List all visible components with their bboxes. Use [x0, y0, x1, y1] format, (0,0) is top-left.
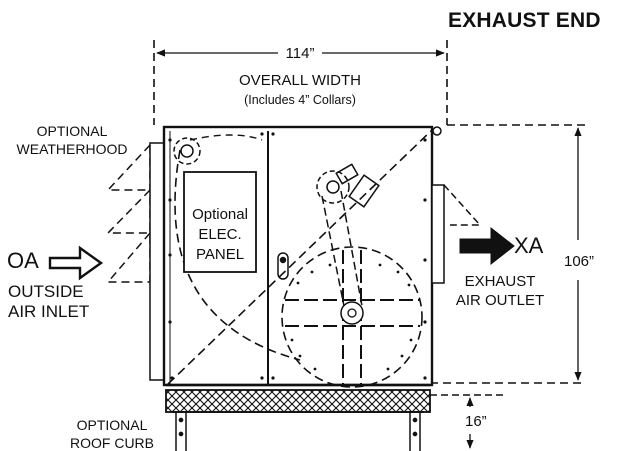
- corner-bolt: [432, 126, 442, 136]
- base-rail: [165, 389, 431, 413]
- oa-arrow-icon: [48, 245, 104, 281]
- roof-curb: [175, 412, 421, 451]
- weatherhood-outline: [106, 144, 151, 283]
- elec-panel-label-line2: ELEC.: [198, 226, 242, 243]
- rivet-dots: [168, 132, 427, 380]
- roof-curb-label-line1: OPTIONAL: [76, 417, 148, 433]
- elec-panel-box: [183, 171, 257, 273]
- overall-width-label: OVERALL WIDTH: [239, 72, 361, 89]
- motor-top-left: [173, 137, 201, 165]
- inlet-collar: [149, 142, 165, 381]
- oa-label: OA: [7, 248, 39, 273]
- diagonal-dashed-line: [167, 129, 433, 385]
- door-handle: [277, 252, 289, 280]
- outside-air-label-line2: AIR INLET: [8, 302, 90, 321]
- collars-note: (Includes 4” Collars): [244, 93, 356, 107]
- curb-dimension-label: 16”: [464, 413, 488, 430]
- width-dimension-label: 114”: [281, 46, 319, 61]
- exhaust-motor: [316, 163, 380, 307]
- diagram-title: EXHAUST END: [448, 9, 601, 32]
- xa-label: XA: [514, 233, 544, 258]
- inlet-arc: [174, 149, 301, 361]
- weatherhood-label-line1: OPTIONAL: [36, 123, 108, 139]
- curb-dimension: [430, 394, 504, 449]
- exhaust-air-label-line2: AIR OUTLET: [455, 292, 545, 309]
- height-dimension-label: 106”: [563, 252, 596, 271]
- width-dimension: [153, 40, 448, 125]
- roof-curb-label-line2: ROOF CURB: [70, 435, 154, 451]
- xa-arrow-icon: [459, 226, 515, 266]
- elec-panel-label-line3: PANEL: [195, 246, 245, 263]
- exhaust-fan-wheel: [281, 246, 423, 388]
- exhaust-collar: [431, 184, 445, 284]
- elec-panel-label-line1: Optional: [192, 206, 248, 223]
- height-extension-lines: [430, 124, 586, 384]
- exhaust-hood-outline: [443, 184, 482, 226]
- inlet-arc-top: [189, 134, 263, 141]
- weatherhood-label-line2: WEATHERHOOD: [16, 141, 128, 157]
- outside-air-label-line1: OUTSIDE: [8, 282, 84, 301]
- exhaust-air-label-line1: EXHAUST: [464, 273, 536, 290]
